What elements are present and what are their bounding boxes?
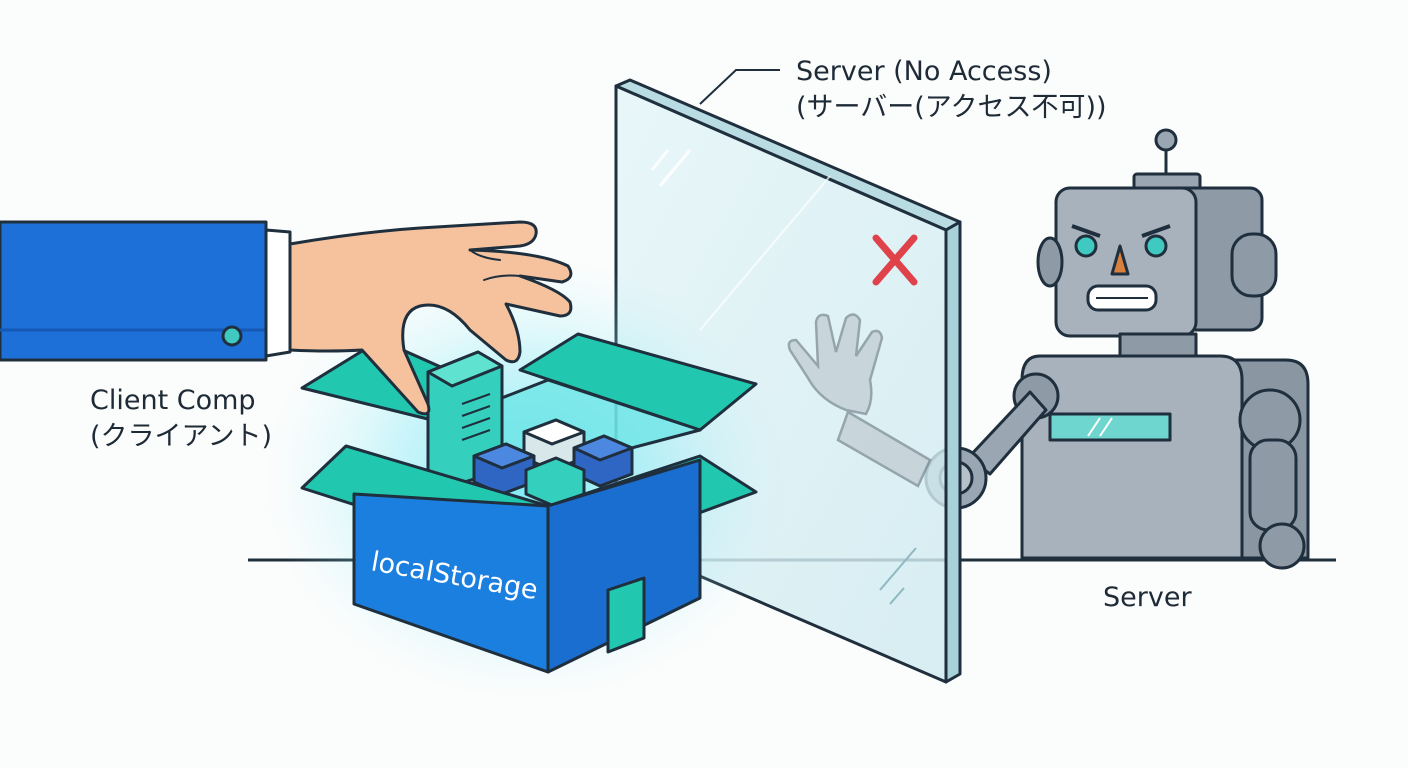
server-no-access-label: Server (No Access) (サーバー(アクセス不可)) <box>796 54 1107 126</box>
server-label: Server <box>1103 582 1192 613</box>
reaching-hand-icon <box>0 220 573 416</box>
server-no-access-line1: Server (No Access) <box>796 56 1052 87</box>
client-label-line2: (クライアント) <box>90 421 272 452</box>
server-no-access-line2: (サーバー(アクセス不可)) <box>796 92 1107 123</box>
client-label-line1: Client Comp <box>90 385 256 416</box>
server-no-access-leader <box>699 69 780 105</box>
open-storage-box-icon <box>300 332 758 674</box>
red-x-icon <box>872 234 918 286</box>
client-label: Client Comp (クライアント) <box>90 383 272 455</box>
robot-server-icon <box>924 128 1310 570</box>
